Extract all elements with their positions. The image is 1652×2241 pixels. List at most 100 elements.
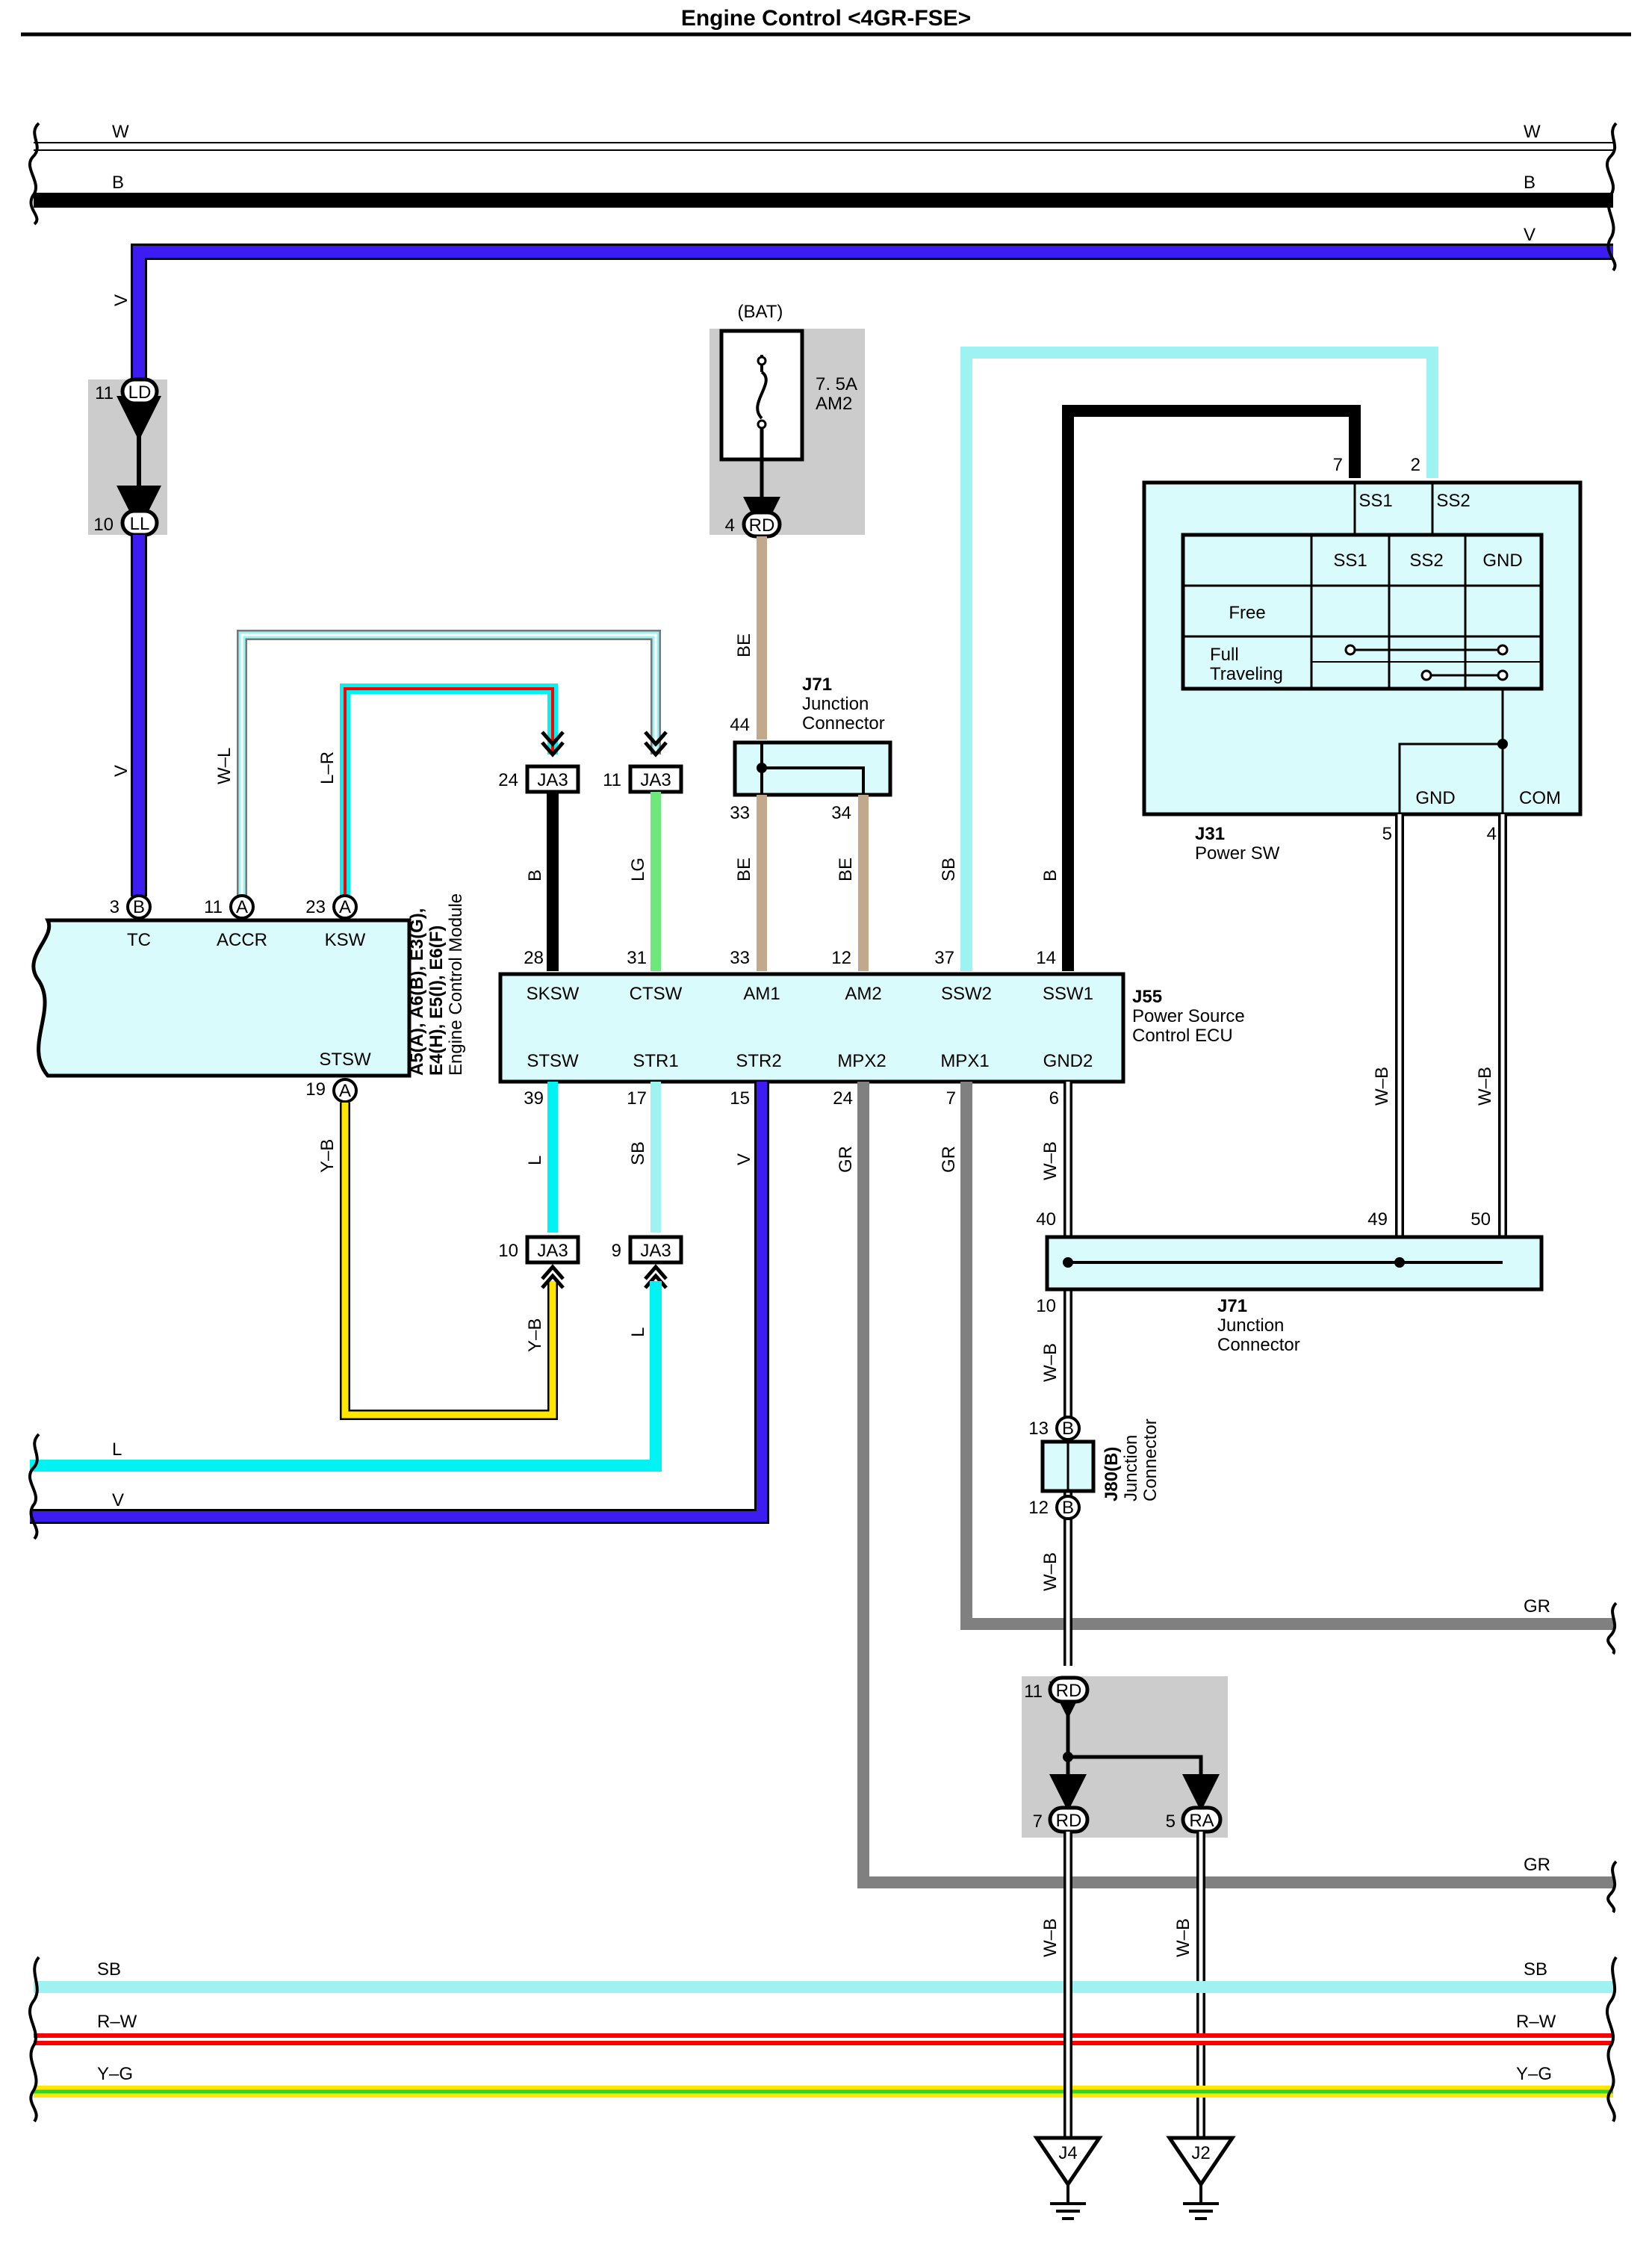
ra-connector-5: RA 5 xyxy=(1166,1805,1223,1834)
bus-w-label-right: W xyxy=(1524,122,1541,142)
wire-label-sb-str1: SB xyxy=(628,1141,648,1165)
svg-text:11: 11 xyxy=(603,770,621,790)
svg-text:RD: RD xyxy=(1056,1811,1082,1831)
svg-text:Connector: Connector xyxy=(1217,1335,1300,1355)
j71-top-pin-34: 34 xyxy=(831,803,851,823)
ecu-term-ctsw: 31 CTSW xyxy=(627,948,682,1004)
wire-label-y-b-low: Y–B xyxy=(525,1318,545,1352)
svg-text:31: 31 xyxy=(627,948,647,968)
break-mark-top-left xyxy=(28,122,40,226)
gr-label-right-2: GR xyxy=(1524,1855,1550,1875)
svg-text:JA3: JA3 xyxy=(640,770,671,790)
page-title: Engine Control <4GR-FSE> xyxy=(681,6,971,31)
power-sw-pin-5: 5 xyxy=(1382,824,1392,844)
svg-text:12: 12 xyxy=(1028,1498,1049,1518)
svg-text:9: 9 xyxy=(612,1241,621,1261)
fuse-name: AM2 xyxy=(816,394,852,414)
svg-text:JA3: JA3 xyxy=(537,1241,568,1261)
ecm-body xyxy=(31,918,412,1078)
ja3-10: JA3 10 xyxy=(498,1235,580,1289)
wire-label-b-sksw: B xyxy=(525,870,545,881)
j80-connector: B 13 B 12 J80(B) Junction Connector xyxy=(1028,1416,1161,1520)
svg-text:SS1: SS1 xyxy=(1333,551,1367,571)
svg-text:Junction: Junction xyxy=(1121,1435,1141,1501)
svg-text:A: A xyxy=(339,897,351,917)
fuse-rating: 7. 5A xyxy=(816,374,857,394)
power-sw-com: COM xyxy=(1519,788,1561,808)
j71-top-node xyxy=(757,763,767,773)
svg-text:SSW2: SSW2 xyxy=(941,984,992,1004)
ecm-term-ksw: A 23 KSW xyxy=(305,894,366,950)
power-sw-ss2: SS2 xyxy=(1436,491,1470,511)
svg-text:Free: Free xyxy=(1229,603,1265,623)
svg-text:Traveling: Traveling xyxy=(1210,664,1283,684)
break-mark-bottom-right xyxy=(1605,1956,1618,2122)
ecu-term-sksw: 28 SKSW xyxy=(524,948,579,1004)
svg-text:13: 13 xyxy=(1028,1419,1049,1439)
wire-sb-ssw2 xyxy=(960,347,1438,971)
wire-label-lg: LG xyxy=(628,858,648,881)
svg-text:24: 24 xyxy=(498,770,518,790)
svg-text:12: 12 xyxy=(831,948,851,968)
wire-label-b-ssw1: B xyxy=(1040,870,1061,881)
j71-top-label: J71 Junction Connector xyxy=(802,675,885,734)
wire-label-w-l: W–L xyxy=(214,748,235,784)
wire-label-sb-ssw2: SB xyxy=(939,858,959,881)
svg-text:CTSW: CTSW xyxy=(630,984,683,1004)
wire-label-wb5: W–B xyxy=(1372,1067,1392,1106)
svg-text:J71: J71 xyxy=(802,675,832,695)
svg-text:Connector: Connector xyxy=(1140,1419,1161,1501)
power-sw-pin-4: 4 xyxy=(1487,824,1497,844)
svg-text:10: 10 xyxy=(498,1241,518,1261)
bus-w-label-left: W xyxy=(112,122,129,142)
svg-text:SS2: SS2 xyxy=(1409,551,1443,571)
svg-text:SKSW: SKSW xyxy=(527,984,580,1004)
ecm-term-accr: A 11 ACCR xyxy=(204,894,267,950)
ecu-body xyxy=(498,972,1125,1084)
wire-label-l-stsw: L xyxy=(525,1156,545,1165)
wire-label-wb-gnd2: W–B xyxy=(1040,1141,1061,1180)
ja3-9: JA3 9 xyxy=(612,1235,683,1289)
svg-text:33: 33 xyxy=(730,948,750,968)
bus-sb-label-right: SB xyxy=(1524,1959,1547,1980)
svg-text:A5(A), A6(B), E3(G),: A5(A), A6(B), E3(G), xyxy=(407,908,427,1076)
ecu-label: J55 Power Source Control ECU xyxy=(1132,987,1245,1046)
break-mark-bottom-left xyxy=(28,1956,40,2123)
svg-text:AM2: AM2 xyxy=(845,984,881,1004)
svg-text:Junction: Junction xyxy=(802,694,869,714)
fuse-element xyxy=(756,371,768,420)
j71-top-pin-44: 44 xyxy=(730,715,750,735)
svg-text:J80(B): J80(B) xyxy=(1102,1447,1122,1501)
ll-label: LL xyxy=(130,514,150,534)
wire-y-b xyxy=(340,1103,558,1420)
bus-v-label: V xyxy=(112,1490,124,1510)
ecm-term-tc: B 3 TC xyxy=(110,894,152,950)
svg-text:STR2: STR2 xyxy=(736,1051,781,1071)
wire-l-r xyxy=(340,684,558,896)
break-mark-mid-left xyxy=(28,1433,40,1540)
svg-text:15: 15 xyxy=(730,1088,750,1109)
svg-text:23: 23 xyxy=(305,897,326,917)
svg-text:J2: J2 xyxy=(1191,2143,1210,2163)
ld-pin: 11 xyxy=(95,383,114,403)
gr-label-right-1: GR xyxy=(1524,1596,1550,1617)
wire-label-be3: BE xyxy=(836,858,856,881)
wire-b-ssw1 xyxy=(1062,405,1361,971)
ecu-term-ssw1: 14 SSW1 xyxy=(1036,948,1093,1004)
wire-label-gr2: GR xyxy=(939,1146,959,1173)
svg-text:GND: GND xyxy=(1482,551,1522,571)
ground-j4: J4 xyxy=(1033,2136,1103,2220)
svg-text:J71: J71 xyxy=(1217,1296,1247,1316)
power-sw-name: J31 xyxy=(1195,824,1225,844)
wire-label-v1: V xyxy=(111,294,131,306)
break-mark-gr2 xyxy=(1606,1860,1618,1914)
ja3-24: JA3 24 xyxy=(498,731,580,794)
power-sw-node xyxy=(1497,739,1508,749)
svg-text:7: 7 xyxy=(1033,1811,1043,1832)
bus-v xyxy=(131,244,1613,478)
wire-label-be2: BE xyxy=(734,858,754,881)
wire-label-gr1: GR xyxy=(836,1146,856,1173)
svg-text:19: 19 xyxy=(305,1079,326,1100)
wire-label-v-str2: V xyxy=(734,1153,754,1165)
svg-text:A: A xyxy=(339,1081,351,1101)
